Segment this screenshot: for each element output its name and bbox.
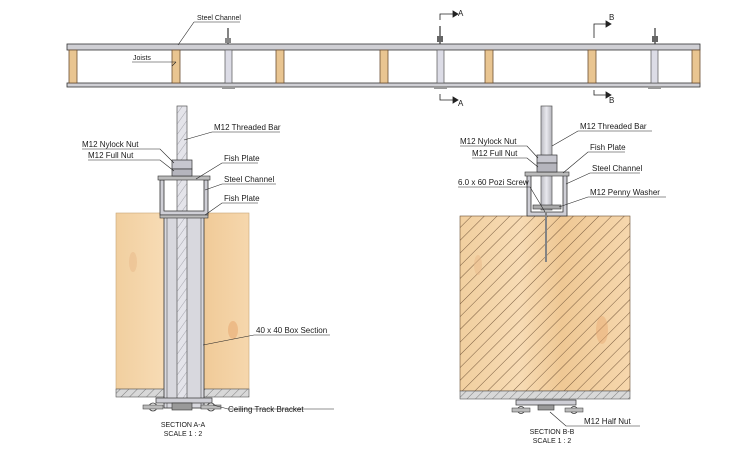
steel-channel-label-b: Steel Channel	[592, 164, 642, 173]
section-b-title: SECTION B-B	[530, 429, 575, 436]
steel-channel-bottom-rail	[66, 82, 701, 88]
joist	[587, 49, 597, 84]
bottom-bracket-b	[511, 399, 584, 414]
fish-plate-label-b: Fish Plate	[590, 143, 626, 152]
fish-plate-bottom-label: Fish Plate	[224, 194, 260, 203]
ceiling-track-bracket-label: Ceiling Track Bracket	[228, 405, 304, 414]
threaded-bar-label-a: M12 Threaded Bar	[214, 123, 281, 132]
section-marker-b	[593, 20, 612, 99]
penny-washer	[532, 204, 562, 210]
section-a-a: M12 Nylock Nut M12 Full Nut M12 Threaded…	[82, 105, 334, 438]
steel-channel-label-a: Steel Channel	[224, 175, 274, 184]
ceiling-track-bracket-a	[142, 397, 222, 412]
hanger-3	[648, 28, 661, 89]
section-b-top-label: B	[609, 13, 614, 22]
box-section-label: 40 x 40 Box Section	[256, 326, 327, 335]
hanger-2	[434, 26, 447, 89]
full-nut-label-a: M12 Full Nut	[88, 151, 134, 160]
fish-plate-b	[524, 171, 570, 177]
section-b-scale: SCALE 1 : 2	[533, 438, 572, 445]
full-nut-label-b: M12 Full Nut	[472, 149, 518, 158]
full-nut-a	[171, 168, 193, 177]
nylock-nut-b	[536, 154, 558, 164]
hanger-1	[222, 28, 235, 89]
fish-plate-top	[157, 175, 211, 181]
section-a-top-label: A	[458, 9, 464, 18]
nylock-nut-label-a: M12 Nylock Nut	[82, 140, 139, 149]
full-nut-b	[536, 162, 558, 173]
joist	[171, 49, 181, 84]
joist	[484, 49, 494, 84]
joists-label: Joists	[133, 55, 151, 62]
nylock-nut-label-b: M12 Nylock Nut	[460, 137, 517, 146]
nylock-nut-a	[171, 159, 193, 170]
joist	[275, 49, 285, 84]
section-b-leaders	[458, 130, 666, 427]
half-nut-label: M12 Half Nut	[584, 417, 631, 426]
section-a-title: SECTION A-A	[161, 422, 206, 429]
joist	[691, 49, 701, 84]
steel-channel-label: Steel Channel	[197, 15, 241, 22]
section-b-b: M12 Nylock Nut M12 Full Nut M12 Threaded…	[458, 105, 666, 445]
steel-channel-top-rail	[66, 43, 701, 51]
joist	[379, 49, 389, 84]
section-marker-a	[439, 10, 459, 104]
section-a-scale: SCALE 1 : 2	[164, 431, 203, 438]
penny-washer-label: M12 Penny Washer	[590, 188, 660, 197]
section-a-leaders	[82, 131, 334, 410]
section-b-bottom-label: B	[609, 96, 614, 105]
joist	[68, 49, 78, 84]
fish-plate-bottom	[159, 214, 209, 219]
threaded-bar-label-b: M12 Threaded Bar	[580, 122, 647, 131]
top-elevation: A A B B Steel Channel Joists	[66, 9, 701, 108]
pozi-screw-label: 6.0 x 60 Pozi Screw	[458, 178, 529, 187]
section-a-bottom-label: A	[458, 99, 464, 108]
fish-plate-top-label: Fish Plate	[224, 154, 260, 163]
